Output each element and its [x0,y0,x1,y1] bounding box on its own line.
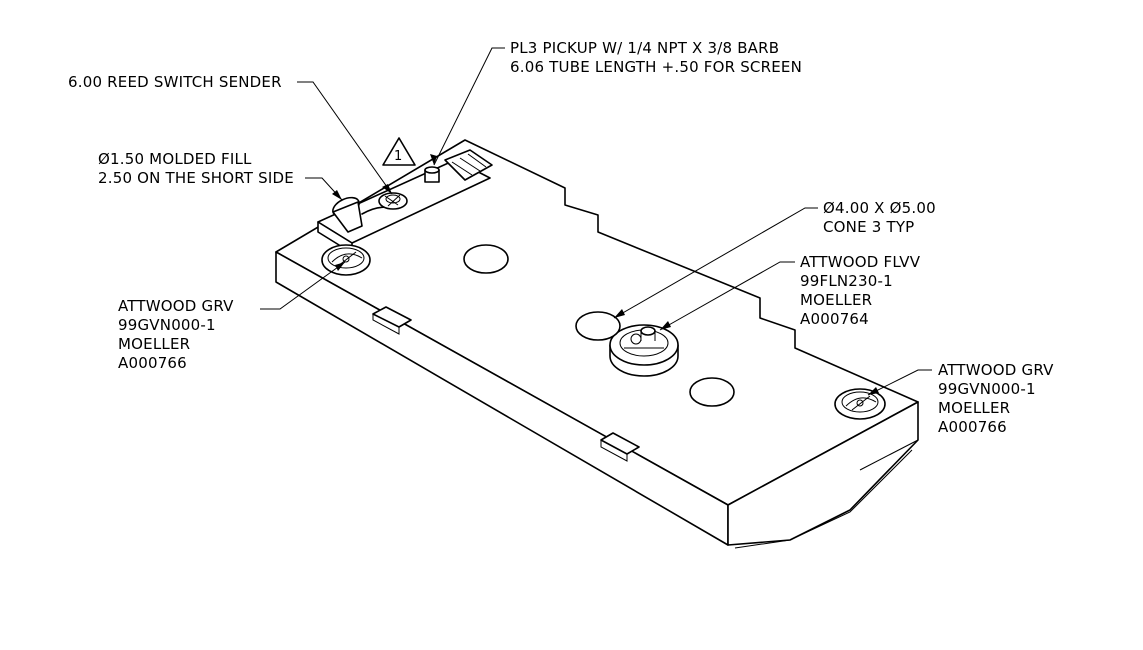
callout-grv-left: ATTWOOD GRV 99GVN000-1 MOELLER A000766 [118,297,234,372]
flvv-line2: 99FLN230-1 [800,272,893,290]
grv-left-leader [260,261,346,310]
grv-left-line1: ATTWOOD GRV [118,297,234,315]
leader-lines [260,47,932,396]
flvv-leader [659,261,795,331]
pickup-fitting [424,149,493,183]
strap-slot-left [372,306,412,328]
grv-right-line4: A000766 [938,418,1007,436]
flvv-line1: ATTWOOD FLVV [800,253,921,271]
pickup-leader [433,47,505,166]
reed-switch-sender [378,192,408,210]
cone-opening-2 [575,311,621,341]
strap-slot-right [600,432,640,455]
callout-fill: Ø1.50 MOLDED FILL 2.50 ON THE SHORT SIDE [98,150,294,187]
pickup-line1: PL3 PICKUP W/ 1/4 NPT X 3/8 BARB [510,39,779,57]
fill-line1: Ø1.50 MOLDED FILL [98,150,252,168]
flvv-fitting [609,324,679,377]
tank-bottom-bevel [734,449,913,549]
tank-right-face [727,401,919,546]
callout-pickup: PL3 PICKUP W/ 1/4 NPT X 3/8 BARB 6.06 TU… [510,39,802,76]
cone-leader [613,207,818,319]
pickup-line2: 6.06 TUBE LENGTH +.50 FOR SCREEN [510,58,802,76]
cone-line2: CONE 3 TYP [823,218,914,236]
grv-right-line3: MOELLER [938,399,1010,417]
grv-left-fitting [321,244,371,276]
revision-triangle: 1 [382,137,416,166]
revision-mark: 1 [394,149,402,164]
grv-right-line2: 99GVN000-1 [938,380,1036,398]
grv-left-line3: MOELLER [118,335,190,353]
fill-line2: 2.50 ON THE SHORT SIDE [98,169,294,187]
cone-opening-1 [463,244,509,274]
molded-fill-neck [332,196,391,233]
fill-leader [305,177,343,201]
callout-sender: 6.00 REED SWITCH SENDER [68,73,282,91]
cone-openings [463,244,735,407]
tank-chamfer-edge [859,439,919,471]
grv-right-line1: ATTWOOD GRV [938,361,1054,379]
cone-opening-3 [689,377,735,407]
callout-flvv: ATTWOOD FLVV 99FLN230-1 MOELLER A000764 [800,253,921,328]
callout-grv-right: ATTWOOD GRV 99GVN000-1 MOELLER A000766 [938,361,1054,436]
sender-line1: 6.00 REED SWITCH SENDER [68,73,282,91]
grv-left-line2: 99GVN000-1 [118,316,216,334]
grv-right-fitting [834,388,886,420]
flvv-line3: MOELLER [800,291,872,309]
cone-line1: Ø4.00 X Ø5.00 [823,199,936,217]
strap-slots [372,306,640,462]
grv-right-leader [867,369,932,396]
sender-leader [297,81,393,195]
callout-cone: Ø4.00 X Ø5.00 CONE 3 TYP [823,199,936,236]
grv-left-line4: A000766 [118,354,187,372]
flvv-line4: A000764 [800,310,869,328]
